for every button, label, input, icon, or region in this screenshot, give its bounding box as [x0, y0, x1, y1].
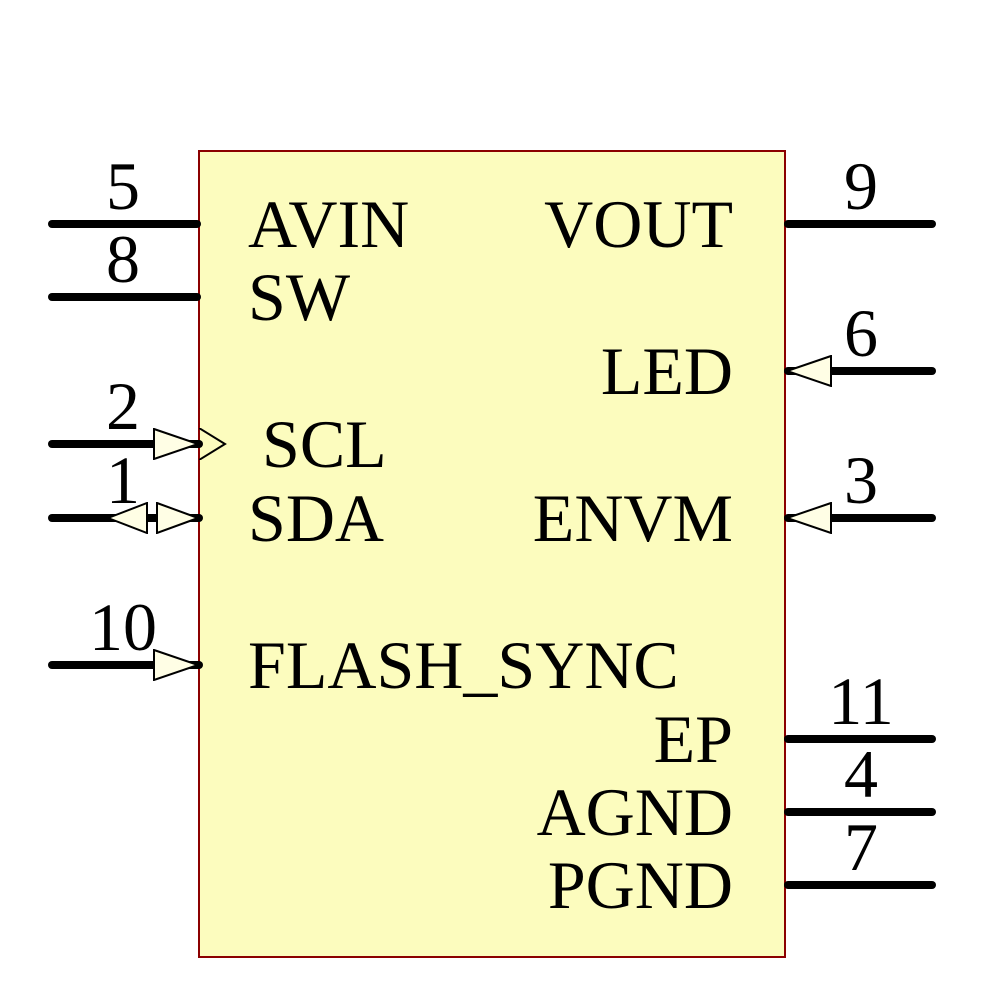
- pin-number: 4: [844, 736, 878, 812]
- pin-wire[interactable]: [784, 881, 936, 889]
- pin-name-label: AVIN: [248, 186, 410, 262]
- pin-number: 2: [106, 368, 140, 444]
- pin-number: 10: [89, 589, 157, 665]
- pin-name-label: VOUT: [544, 186, 733, 262]
- pin-name-label: ENVM: [532, 480, 733, 556]
- pin-number: 3: [844, 442, 878, 518]
- pin-name-label: PGND: [547, 847, 733, 923]
- pin-number: 6: [844, 295, 878, 371]
- pin-name-label: LED: [600, 333, 733, 409]
- pin-wire[interactable]: [784, 808, 936, 816]
- pin-number: 8: [106, 221, 140, 297]
- clock-wedge-icon: [199, 428, 227, 460]
- pin-wire[interactable]: [48, 220, 201, 228]
- pin-number: 7: [844, 809, 878, 885]
- pin-name-label: SDA: [248, 480, 385, 556]
- pin-name-label: SW: [248, 259, 350, 335]
- pin-wire[interactable]: [784, 735, 936, 743]
- bidirectional-arrow-right-icon: [156, 502, 199, 534]
- input-arrow-icon: [785, 355, 832, 387]
- pin-number: 9: [844, 148, 878, 224]
- pin-wire[interactable]: [48, 661, 203, 669]
- pin-name-label: EP: [653, 701, 733, 777]
- pin-name-label: FLASH_SYNC: [248, 627, 679, 703]
- pin-wire[interactable]: [784, 514, 936, 522]
- pin-wire[interactable]: [784, 367, 936, 375]
- pin-wire[interactable]: [48, 440, 203, 448]
- pin-number: 5: [106, 148, 140, 224]
- input-arrow-icon: [153, 428, 200, 460]
- bidirectional-arrow-left-icon: [107, 502, 148, 534]
- pin-name-label: SCL: [262, 406, 387, 482]
- pin-number: 1: [106, 442, 140, 518]
- pin-name-label: AGND: [536, 774, 733, 850]
- pin-wire[interactable]: [784, 220, 936, 228]
- pin-number: 11: [828, 663, 894, 739]
- pin-wire[interactable]: [48, 293, 201, 301]
- input-arrow-icon: [785, 502, 832, 534]
- component-body[interactable]: [198, 150, 786, 958]
- input-arrow-icon: [153, 649, 200, 681]
